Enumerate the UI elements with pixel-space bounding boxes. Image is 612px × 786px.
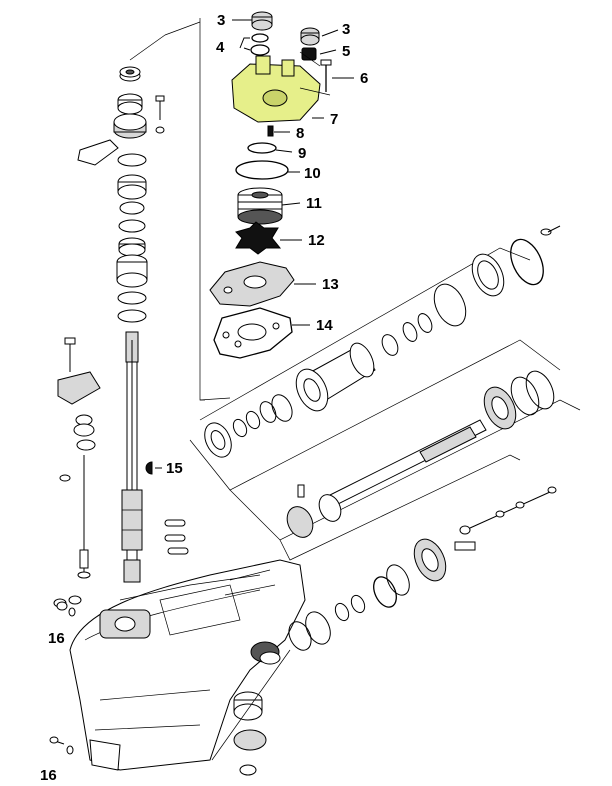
callout-5: 5: [342, 43, 350, 60]
callout-3-left: 3: [217, 12, 225, 29]
callout-6: 6: [360, 70, 368, 87]
callout-10: 10: [304, 165, 321, 182]
drive-shaft-assembly: [77, 66, 165, 583]
callout-11: 11: [306, 195, 322, 212]
shift-linkage: [53, 337, 101, 608]
callout-8: 8: [296, 125, 304, 142]
propeller-shaft-group: [229, 370, 581, 551]
bearing-carrier-group: [189, 225, 561, 491]
callout-12: 12: [308, 232, 325, 249]
shim-15: [145, 461, 153, 475]
pump-group-frame: [129, 18, 231, 401]
callout-13: 13: [322, 276, 339, 293]
callout-15: 15: [166, 460, 183, 477]
callout-labels: 3 3 4 5 6 7 8 9 10 11 12 13 14 15 16 16: [40, 12, 368, 784]
callout-7: 7: [330, 111, 338, 128]
callout-4: 4: [216, 39, 225, 56]
water-pump-assembly: [209, 11, 332, 359]
case-bolts: [49, 601, 76, 755]
callout-16-upper: 16: [48, 630, 65, 647]
callout-3-right: 3: [342, 21, 350, 38]
callout-14: 14: [316, 317, 333, 334]
callout-16-lower: 16: [40, 767, 57, 784]
pump-leader-lines: [155, 19, 354, 469]
gear-case-housing: [69, 519, 306, 771]
callout-9: 9: [298, 145, 306, 162]
reverse-gear-group: [211, 454, 521, 776]
